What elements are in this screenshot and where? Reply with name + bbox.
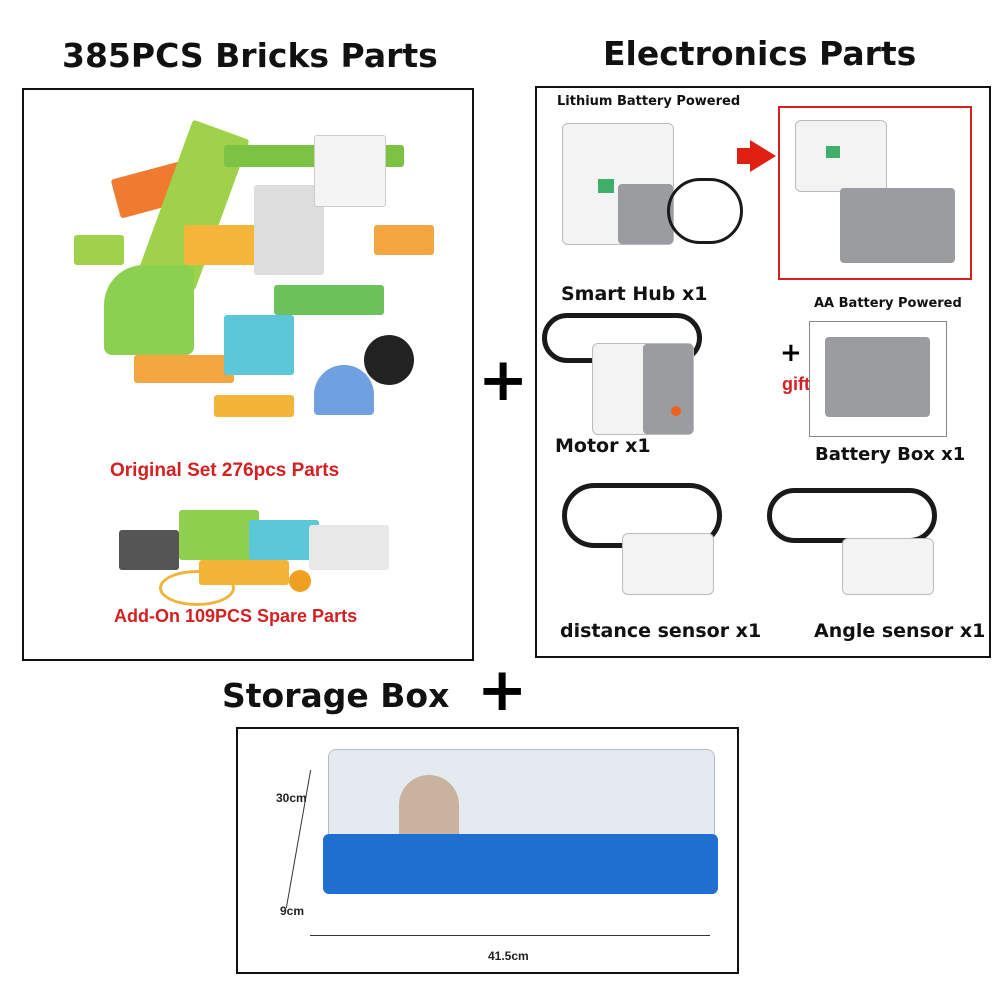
aa-battery-label: AA Battery Powered [814, 296, 962, 311]
electronics-title: Electronics Parts [603, 34, 917, 73]
bricks-title: 385PCS Bricks Parts [62, 36, 438, 75]
storage-lid-image [328, 749, 715, 841]
smart-hub-label: Smart Hub x1 [561, 283, 708, 305]
addon-label: Add-On 109PCS Spare Parts [114, 606, 358, 626]
width-dimension-line [310, 935, 710, 936]
lithium-battery-frame [778, 106, 972, 280]
usb-cable-image [667, 178, 743, 244]
distance-sensor-label: distance sensor x1 [560, 620, 762, 642]
motor-label: Motor x1 [555, 435, 651, 457]
lithium-label: Lithium Battery Powered [557, 94, 741, 109]
plus-icon-2: + [477, 655, 528, 725]
addon-parts-image [99, 500, 419, 610]
angle-cable-image [767, 488, 937, 543]
distance-sensor-image [622, 533, 714, 595]
battery-box-frame [809, 321, 947, 437]
storage-title: Storage Box [222, 676, 450, 715]
motor-image [592, 343, 694, 435]
battery-box-label: Battery Box x1 [815, 444, 966, 465]
storage-panel: 30cm 9cm 41.5cm [236, 727, 739, 974]
bricks-panel: Original Set 276pcs Parts Add-On 109PCS … [22, 88, 474, 661]
width-label: 41.5cm [488, 949, 529, 963]
smart-hub-image [562, 123, 674, 245]
gift-plus: + [780, 338, 802, 368]
storage-tray-image [323, 834, 718, 894]
height-top-label: 30cm [276, 791, 307, 805]
gift-label: gift [782, 374, 810, 394]
arrow-right-icon [750, 140, 776, 172]
electronics-panel: Lithium Battery Powered Smart Hub x1 AA … [535, 86, 991, 658]
plus-icon: + [478, 345, 529, 415]
angle-sensor-label: Angle sensor x1 [814, 620, 986, 642]
height-bottom-label: 9cm [280, 904, 305, 918]
angle-sensor-image [842, 538, 934, 595]
original-set-label: Original Set 276pcs Parts [110, 460, 340, 481]
bricks-pile-image [74, 105, 434, 435]
